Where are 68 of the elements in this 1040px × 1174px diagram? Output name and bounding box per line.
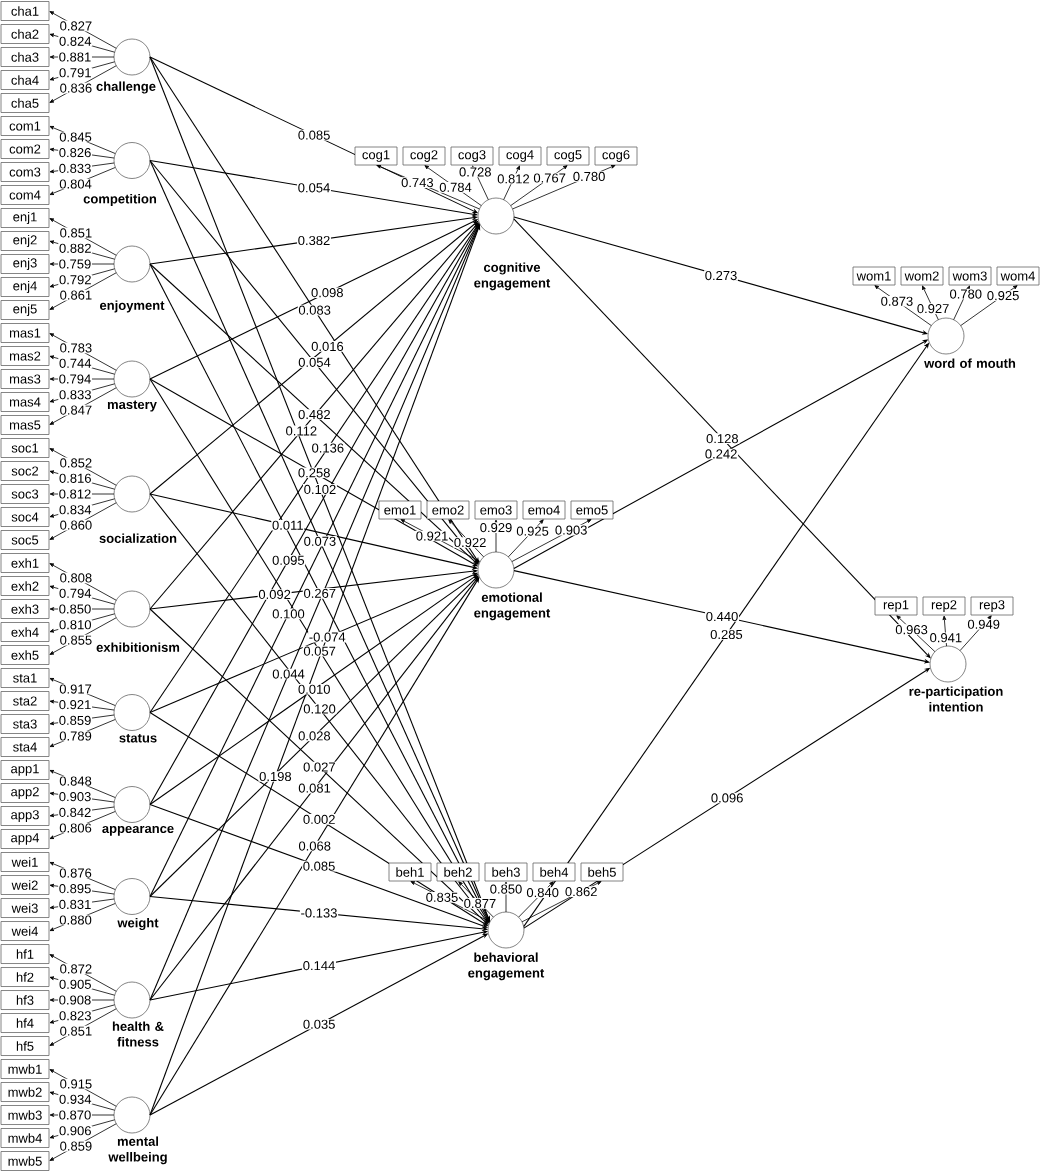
arrow <box>49 1091 116 1111</box>
arrow <box>49 1069 117 1107</box>
arrow <box>49 262 115 266</box>
arrow <box>959 615 992 651</box>
arrow <box>49 699 115 711</box>
arrow <box>49 811 116 839</box>
arrow <box>49 333 117 371</box>
arrow <box>49 387 117 425</box>
arrow <box>49 498 116 518</box>
arrow <box>922 285 939 321</box>
arrow <box>49 1004 116 1024</box>
arrow <box>507 519 544 558</box>
arrow <box>953 285 970 321</box>
arrow <box>49 1119 116 1139</box>
arrow <box>149 568 478 610</box>
arrow <box>49 719 116 747</box>
arrow <box>942 615 947 647</box>
arrow <box>400 519 481 562</box>
arrow <box>49 617 117 655</box>
arrow <box>49 1008 117 1046</box>
arrow <box>512 165 616 210</box>
arrow <box>511 519 592 562</box>
arrow <box>49 976 116 996</box>
arrow <box>149 215 478 265</box>
arrow <box>49 167 116 195</box>
arrow <box>49 448 117 486</box>
arrow <box>49 954 117 992</box>
arrow <box>149 575 479 898</box>
arrow <box>521 881 602 923</box>
arrow <box>49 55 115 59</box>
arrow <box>376 165 480 210</box>
arrow <box>49 147 115 159</box>
arrow <box>49 61 116 81</box>
arrow <box>49 502 117 540</box>
arrow <box>49 383 116 403</box>
arrow <box>49 11 117 49</box>
arrow <box>49 585 116 605</box>
arrow <box>424 165 482 206</box>
arrow <box>49 613 116 633</box>
arrow <box>49 563 117 601</box>
arrow <box>448 519 485 558</box>
arrow <box>149 159 478 217</box>
arrow <box>49 65 117 103</box>
arrow <box>49 355 116 375</box>
arrow <box>49 862 116 890</box>
arrow <box>896 615 936 653</box>
arrow <box>49 998 115 1002</box>
arrow <box>874 285 932 326</box>
arrow <box>49 1113 115 1117</box>
arrow <box>49 791 115 803</box>
arrow <box>49 218 117 256</box>
arrow <box>49 268 116 288</box>
arrow <box>458 881 494 918</box>
arrow <box>49 678 116 706</box>
arrow <box>49 272 117 310</box>
arrow <box>503 165 520 201</box>
arrow <box>49 607 115 611</box>
arrow <box>49 126 116 154</box>
arrow <box>49 883 115 895</box>
arrow <box>49 492 115 496</box>
arrow <box>49 770 116 798</box>
arrow <box>49 162 115 174</box>
arrow <box>510 165 568 206</box>
arrow <box>960 285 1018 326</box>
arrow <box>49 1123 117 1161</box>
arrow <box>518 881 554 918</box>
arrow <box>49 903 116 931</box>
arrow <box>149 577 480 1116</box>
